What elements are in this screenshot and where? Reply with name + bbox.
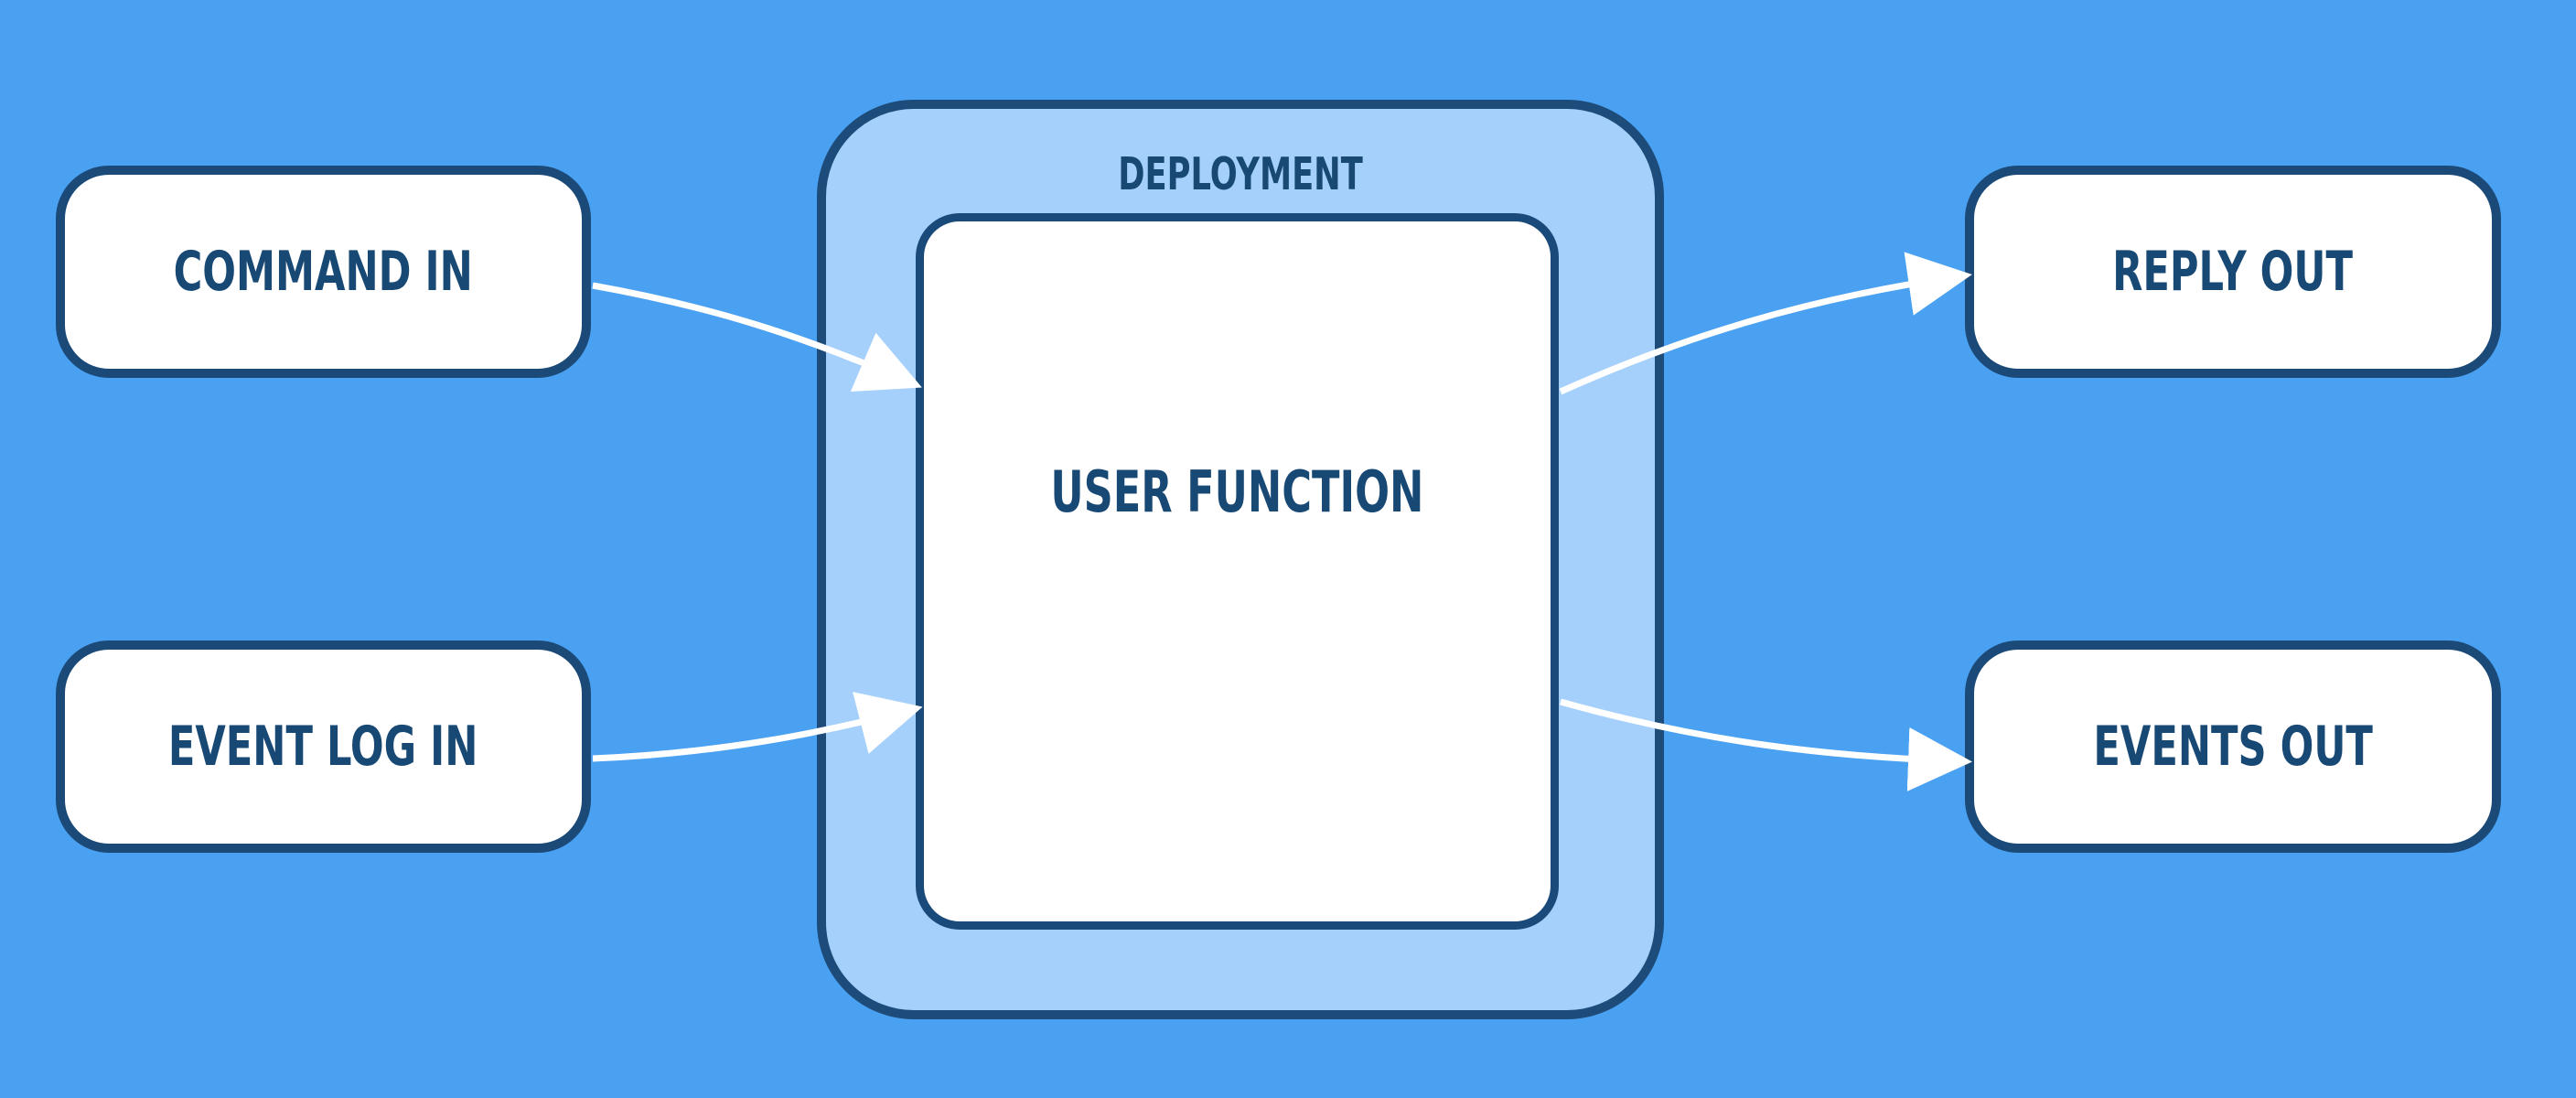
user-function-title: USER FUNCTION — [1050, 458, 1424, 525]
event-log-in-label: EVENT LOG IN — [168, 715, 478, 779]
command-in-label: COMMAND IN — [173, 240, 474, 304]
events-out-label: EVENTS OUT — [2093, 715, 2373, 779]
user-function-box: USER FUNCTION — [916, 213, 1559, 930]
command-in-node: COMMAND IN — [56, 166, 591, 378]
reply-out-label: REPLY OUT — [2112, 240, 2354, 304]
deployment-title: DEPLOYMENT — [1118, 148, 1363, 200]
events-out-node: EVENTS OUT — [1965, 640, 2501, 853]
event-log-in-node: EVENT LOG IN — [56, 640, 591, 853]
reply-out-node: REPLY OUT — [1965, 166, 2501, 378]
